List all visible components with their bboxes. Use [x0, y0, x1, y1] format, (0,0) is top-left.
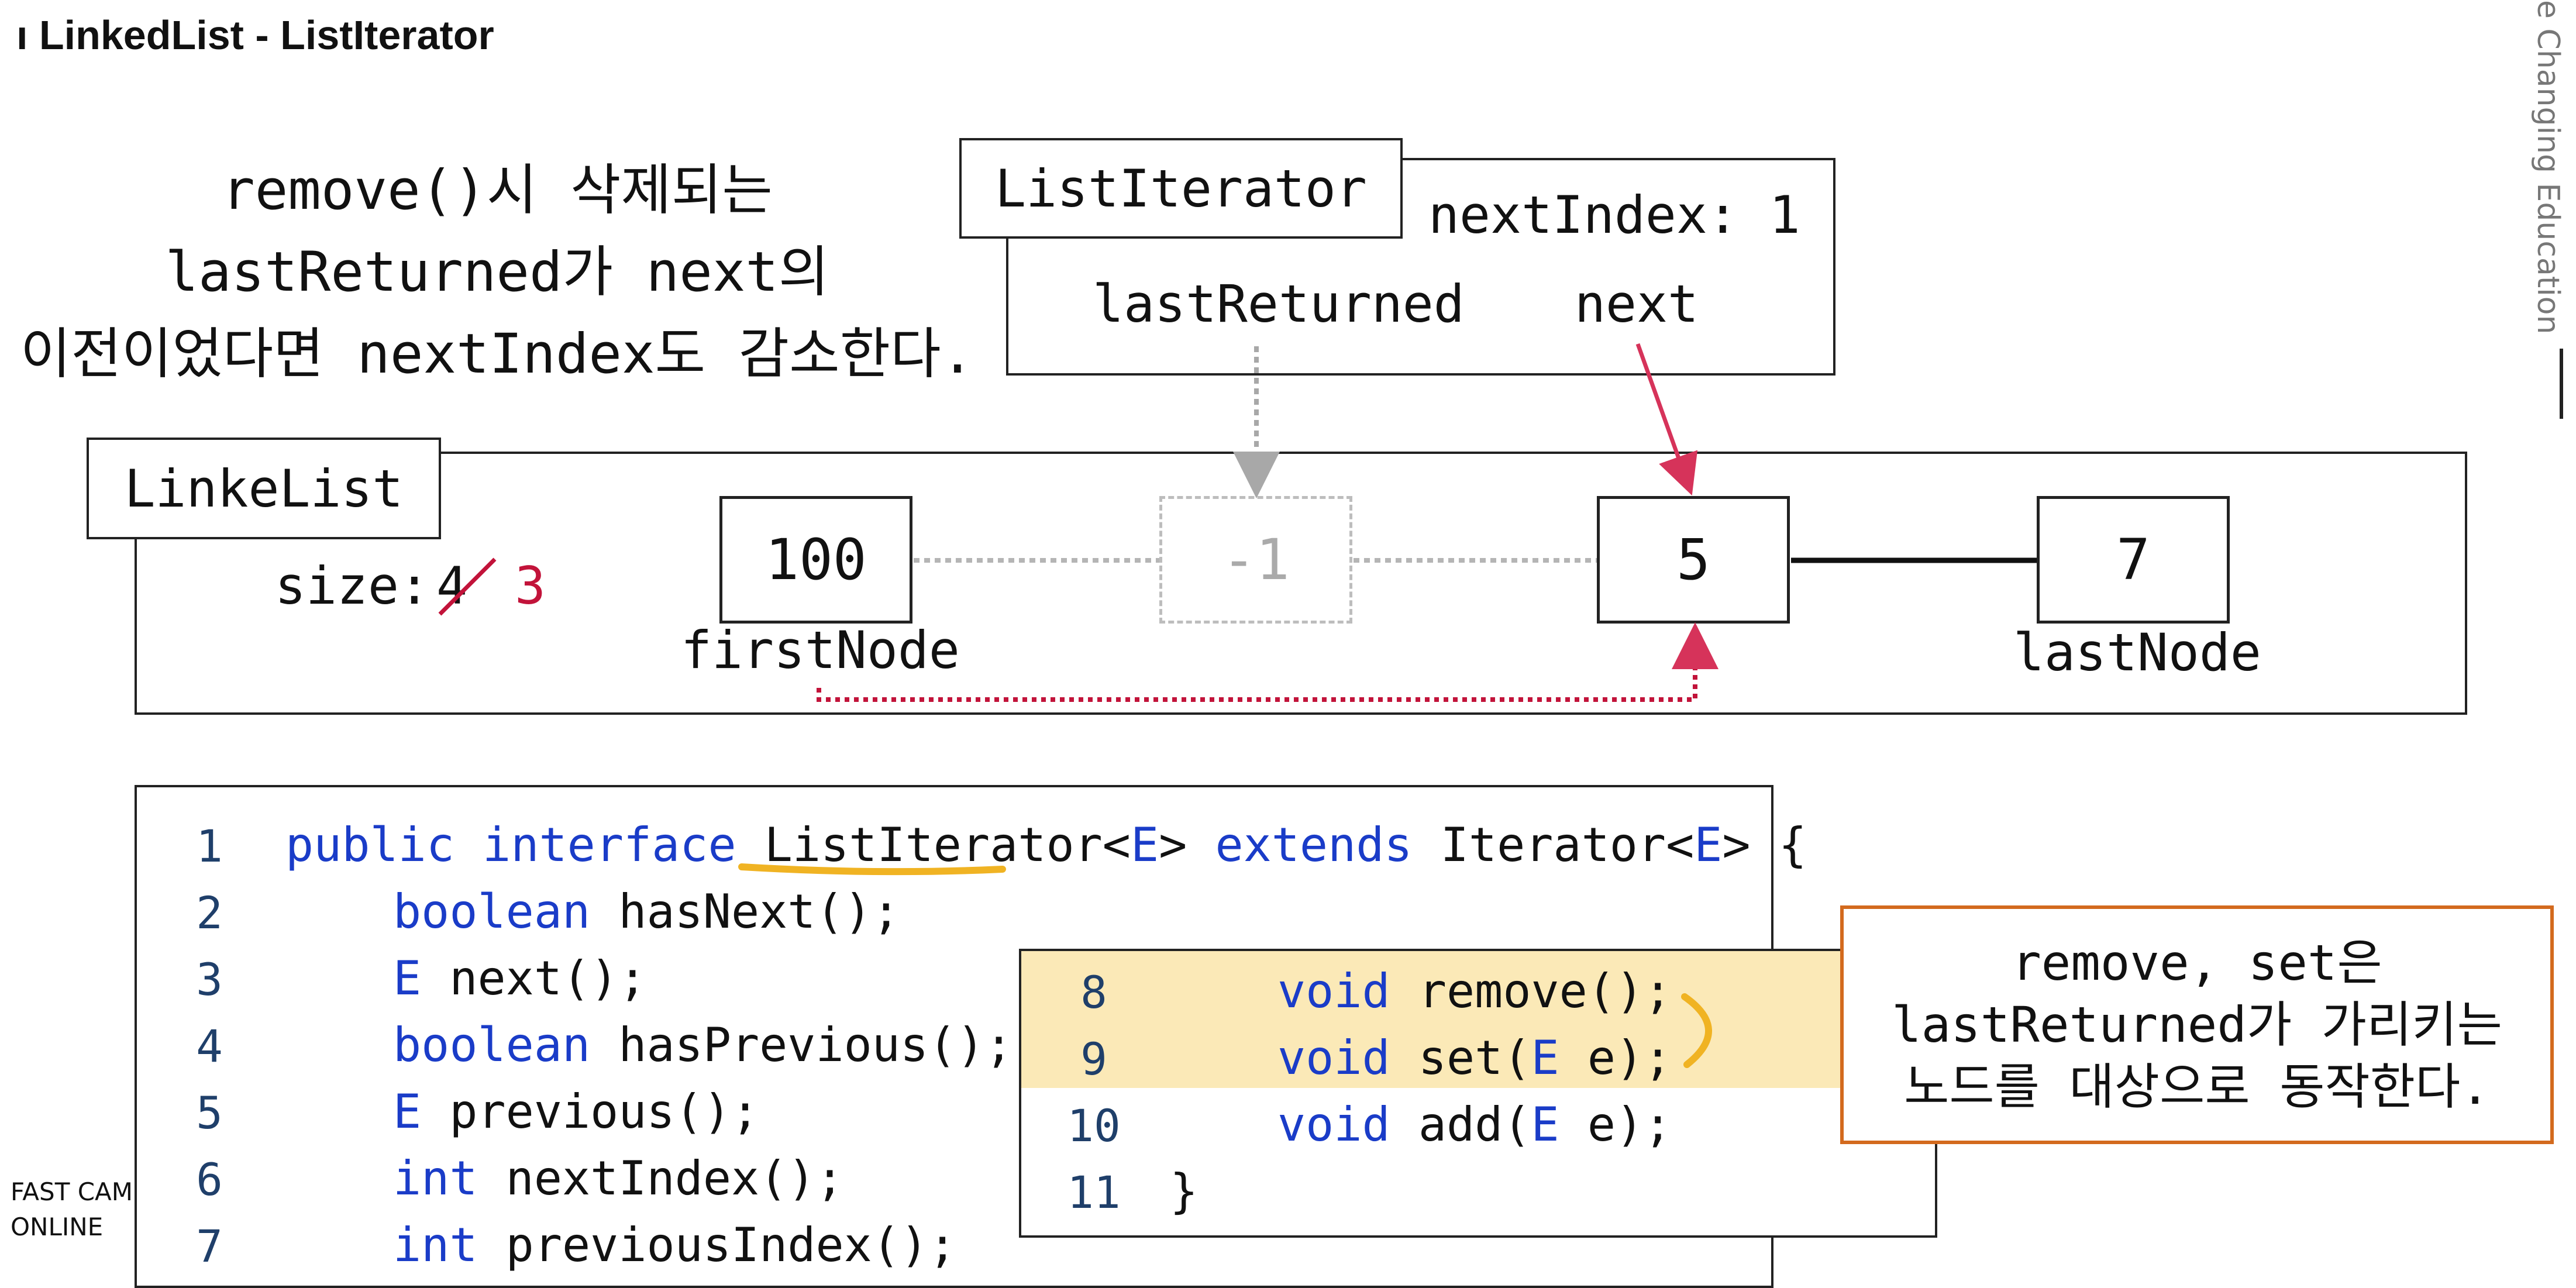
linked-list-label: LinkeList [87, 438, 441, 539]
last-returned-field: lastReturned [1093, 274, 1465, 334]
size-old-value: 4 [436, 556, 467, 616]
side-rule [2560, 349, 2563, 419]
popup-code-line: void set(E e); [1277, 1031, 1672, 1085]
node-first: 100 [719, 496, 912, 624]
code-line-number: 3 [196, 953, 223, 1005]
code-line-number: 5 [196, 1087, 223, 1139]
popup-line-number: 9 [1080, 1033, 1107, 1085]
size-new-value: 3 [515, 556, 546, 616]
next-field: next [1575, 274, 1699, 334]
code-line-number: 6 [196, 1153, 223, 1206]
side-caption-text: e Changing Education [2530, 0, 2565, 335]
popup-code-line: } [1170, 1164, 1199, 1218]
slide-title: ı LinkedList - ListIterator [16, 12, 494, 58]
popup-highlight [1021, 951, 1935, 1088]
code-line: E next(); [393, 951, 647, 1005]
size-label: size: [275, 556, 430, 616]
code-line: int previousIndex(); [393, 1218, 957, 1272]
first-node-label: firstNode [681, 620, 960, 680]
code-line: boolean hasPrevious(); [393, 1018, 1013, 1072]
side-caption: e Changing Education [2530, 0, 2565, 334]
code-line-number: 2 [196, 887, 223, 939]
note-right: remove, set은 lastReturned가 가리키는 노드를 대상으로… [1840, 905, 2554, 1144]
popup-line-number: 10 [1067, 1100, 1121, 1152]
popup-code-line: void remove(); [1277, 964, 1672, 1018]
code-line-number: 1 [196, 820, 223, 872]
note-left: remove()시 삭제되는 lastReturned가 next의 이전이었다… [20, 159, 974, 386]
popup-line-number: 11 [1067, 1166, 1121, 1218]
next-index-field: nextIndex: 1 [1428, 185, 1800, 245]
code-line: int nextIndex(); [393, 1151, 844, 1206]
node-last: 7 [2037, 496, 2230, 624]
code-line-number: 4 [196, 1020, 223, 1072]
popup-code-line: void add(E e); [1277, 1097, 1672, 1152]
code-line: boolean hasNext(); [393, 884, 900, 939]
iterator-label: ListIterator [959, 138, 1403, 239]
code-line-number: 7 [196, 1220, 223, 1272]
node-removed: -1 [1159, 496, 1352, 624]
last-node-label: lastNode [2013, 622, 2261, 683]
node-next: 5 [1597, 496, 1790, 624]
footer-brand: FAST CAM ONLINE [11, 1177, 133, 1241]
code-line: public interface ListIterator<E> extends… [285, 818, 1807, 872]
code-line: E previous(); [393, 1084, 760, 1139]
popup-line-number: 8 [1080, 966, 1107, 1018]
